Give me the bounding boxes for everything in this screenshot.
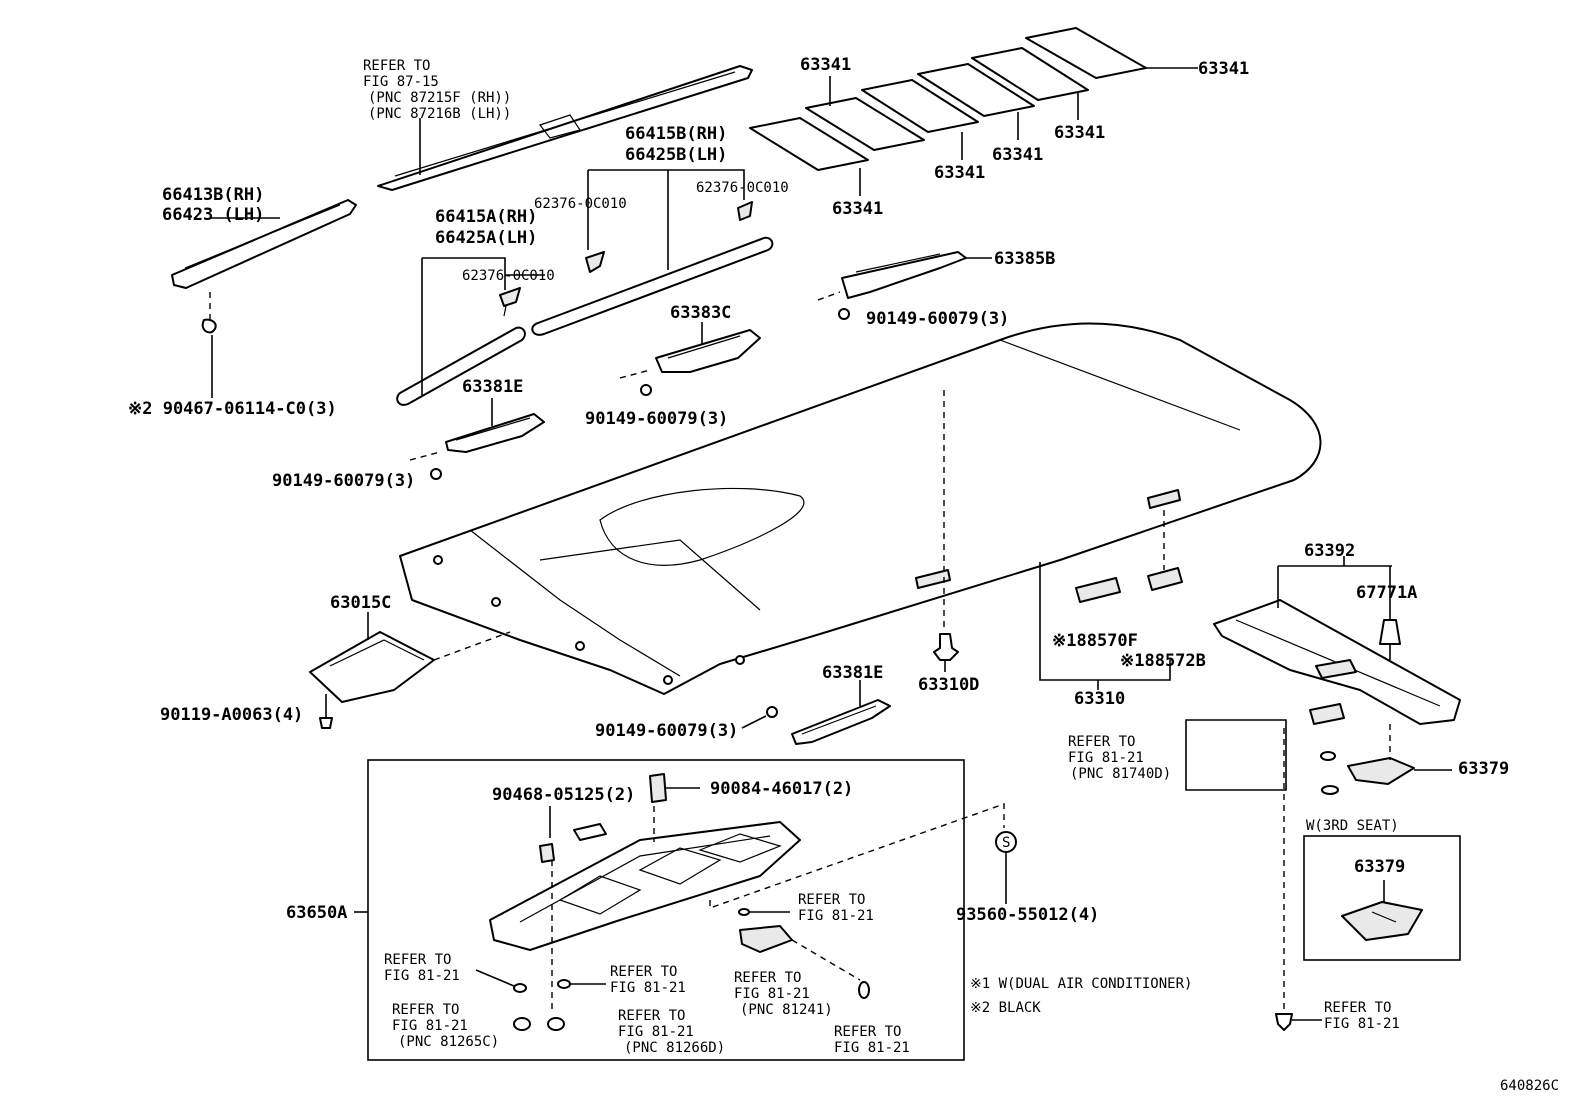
refer-bottom-label: REFER TO	[1324, 1000, 1391, 1016]
console-box	[354, 759, 1017, 1061]
part-63385b-label: 63385B	[994, 249, 1055, 269]
part-66413b-label: 66413B(RH)	[162, 185, 264, 205]
refer-4-label: REFER TO	[610, 964, 677, 980]
part-66415b-label: 66415B(RH)	[625, 124, 727, 144]
assist-rod-66415b	[531, 169, 774, 336]
refer-6-fig: FIG 81-21	[618, 1024, 694, 1040]
part-63310-label: 63310	[1074, 689, 1125, 709]
roof-side-rail	[377, 65, 753, 191]
part-63310d-label: 63310D	[918, 675, 979, 695]
part-63381e-label-a: 63381E	[462, 377, 523, 397]
part-90149-label-b: 90149-60079(3)	[585, 409, 728, 429]
part-88572b-label: ※188572B	[1120, 651, 1206, 671]
refer-3-pnc: (PNC 81241)	[740, 1002, 833, 1018]
part-90149-label-d: 90149-60079(3)	[595, 721, 738, 741]
refer-81-21-label: REFER TO	[1068, 734, 1135, 750]
part-90149-label-a: 90149-60079(3)	[866, 309, 1009, 329]
refer-5-pnc: (PNC 81265C)	[398, 1034, 499, 1050]
lamp-covers-88570f-88572b	[1039, 562, 1183, 690]
part-90119-label: 90119-A0063(4)	[160, 705, 303, 725]
bracket-63381e-lower	[741, 680, 891, 745]
refer-4-fig: FIG 81-21	[610, 980, 686, 996]
refer-1-label: REFER TO	[798, 892, 865, 908]
part-63341-label-5: 63341	[1054, 123, 1105, 143]
refer-2-label: REFER TO	[384, 952, 451, 968]
note-black: ※2 BLACK	[970, 1000, 1041, 1016]
part-63341-label-3: 63341	[934, 163, 985, 183]
bracket-63381e-upper	[409, 398, 545, 480]
part-66425a-label: 66425A(LH)	[435, 228, 537, 248]
rear-trim-63392	[1185, 556, 1461, 1031]
refer-81-21-fig: FIG 81-21	[1068, 750, 1144, 766]
refer-5-label: REFER TO	[392, 1002, 459, 1018]
part-62376-label-b: 62376-0C010	[534, 196, 627, 212]
part-62376-label-c: 62376-0C010	[696, 180, 789, 196]
note-dual-air-conditioner: ※1 W(DUAL AIR CONDITIONER)	[970, 976, 1192, 992]
part-90084-label: 90084-46017(2)	[710, 779, 853, 799]
refer-7-label: REFER TO	[834, 1024, 901, 1040]
third-seat-box	[1303, 835, 1461, 961]
roof-headliner	[399, 322, 1322, 695]
part-66425b-label: 66425B(LH)	[625, 145, 727, 165]
part-62376-label-a: 62376-0C010	[462, 268, 555, 284]
refer-87-15-fig: FIG 87-15	[363, 74, 439, 90]
part-63379-label: 63379	[1458, 759, 1509, 779]
part-63341-label-1: 63341	[800, 55, 851, 75]
refer-81-21-pnc: (PNC 81740D)	[1070, 766, 1171, 782]
part-63341-label-6: 63341	[1198, 59, 1249, 79]
molding-66413b	[171, 199, 357, 398]
part-63383c-label: 63383C	[670, 303, 731, 323]
part-63381e-label-b: 63381E	[822, 663, 883, 683]
part-90467-label: ※2 90467-06114-C0(3)	[128, 399, 337, 419]
bracket-63383c	[619, 322, 761, 396]
part-63379-box-label: 63379	[1354, 857, 1405, 877]
part-63341-label-4: 63341	[992, 145, 1043, 165]
part-63392-label: 63392	[1304, 541, 1355, 561]
refer-3-label: REFER TO	[734, 970, 801, 986]
refer-bottom-fig: FIG 81-21	[1324, 1016, 1400, 1032]
part-63650a-label: 63650A	[286, 903, 347, 923]
bracket-63385b	[817, 251, 992, 320]
figure-code: 640826C	[1500, 1078, 1559, 1094]
refer-87-15-pnc-rh: (PNC 87215F (RH))	[368, 90, 511, 106]
part-93560-label: 93560-55012(4)	[956, 905, 1099, 925]
refer-87-15-label: REFER TO	[363, 58, 430, 74]
refer-6-label: REFER TO	[618, 1008, 685, 1024]
refer-1-fig: FIG 81-21	[798, 908, 874, 924]
part-63341-label-2: 63341	[832, 199, 883, 219]
refer-6-pnc: (PNC 81266D)	[624, 1040, 725, 1056]
third-seat-label: W(3RD SEAT)	[1306, 818, 1399, 834]
cover-63015c	[309, 612, 511, 729]
part-66423-label: 66423 (LH)	[162, 205, 264, 225]
refer-2-fig: FIG 81-21	[384, 968, 460, 984]
roof-pads-63341	[749, 27, 1198, 196]
refer-5-fig: FIG 81-21	[392, 1018, 468, 1034]
clip-63310d	[933, 633, 959, 672]
refer-3-fig: FIG 81-21	[734, 986, 810, 1002]
console-s-symbol: S	[1002, 835, 1010, 851]
refer-87-15-pnc-lh: (PNC 87216B (LH))	[368, 106, 511, 122]
part-63015c-label: 63015C	[330, 593, 391, 613]
part-90468-label: 90468-05125(2)	[492, 785, 635, 805]
part-88570f-label: ※188570F	[1052, 631, 1138, 651]
part-90149-label-c: 90149-60079(3)	[272, 471, 415, 491]
refer-7-fig: FIG 81-21	[834, 1040, 910, 1056]
part-67771a-label: 67771A	[1356, 583, 1417, 603]
assist-rod-66415a	[396, 257, 545, 406]
part-66415a-label: 66415A(RH)	[435, 207, 537, 227]
